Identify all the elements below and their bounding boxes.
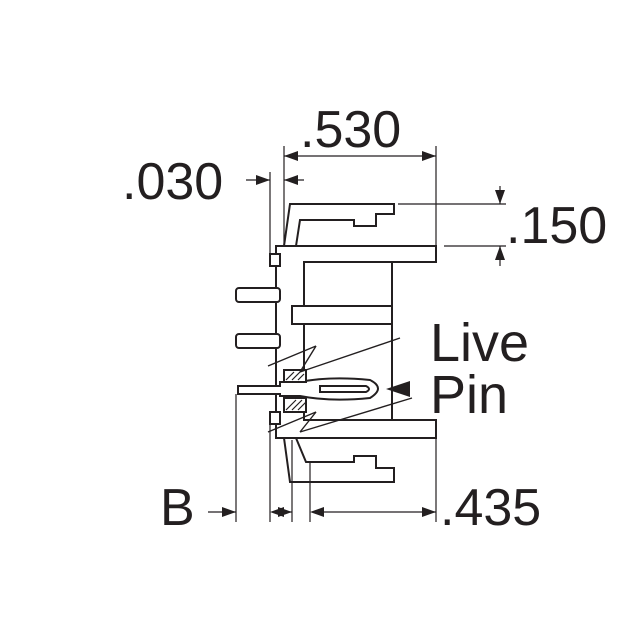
connector-body	[235, 203, 437, 483]
top-latch	[282, 203, 395, 247]
arrow-live-pin	[386, 381, 410, 397]
side-tab	[269, 411, 281, 425]
live-pin-slot	[319, 385, 370, 393]
dimension-b-label: B	[160, 479, 195, 537]
arrow-530-right	[422, 151, 436, 161]
arrow-150-top	[495, 190, 505, 204]
extension-lines	[208, 146, 506, 522]
dimension-height-label: .150	[506, 197, 608, 255]
section-hatch-upper	[283, 369, 307, 383]
dimension-width-label: .530	[300, 101, 402, 159]
dimension-depth-label: .435	[440, 479, 542, 537]
arrow-030-left	[256, 175, 270, 185]
arrow-530-left	[284, 151, 298, 161]
section-hatching	[285, 371, 307, 411]
dimension-arrows	[222, 151, 505, 517]
dimension-offset-label: .030	[122, 153, 224, 211]
live-pin	[237, 377, 379, 401]
internal-rib	[291, 305, 393, 325]
short-pin-upper	[235, 287, 281, 303]
arrow-150-bottom	[495, 246, 505, 260]
bottom-latch	[282, 437, 395, 483]
arrow-435-left	[310, 507, 324, 517]
callout-live-label: Live	[430, 313, 530, 373]
callout-pin-label: Pin	[430, 365, 509, 425]
side-tab	[269, 253, 281, 267]
arrow-030-right	[284, 175, 298, 185]
arrow-435-right	[422, 507, 436, 517]
arrow-b	[222, 507, 236, 517]
arrow-mid-right	[278, 507, 292, 517]
short-pin-middle	[235, 333, 281, 349]
callout-leaders	[267, 337, 413, 433]
